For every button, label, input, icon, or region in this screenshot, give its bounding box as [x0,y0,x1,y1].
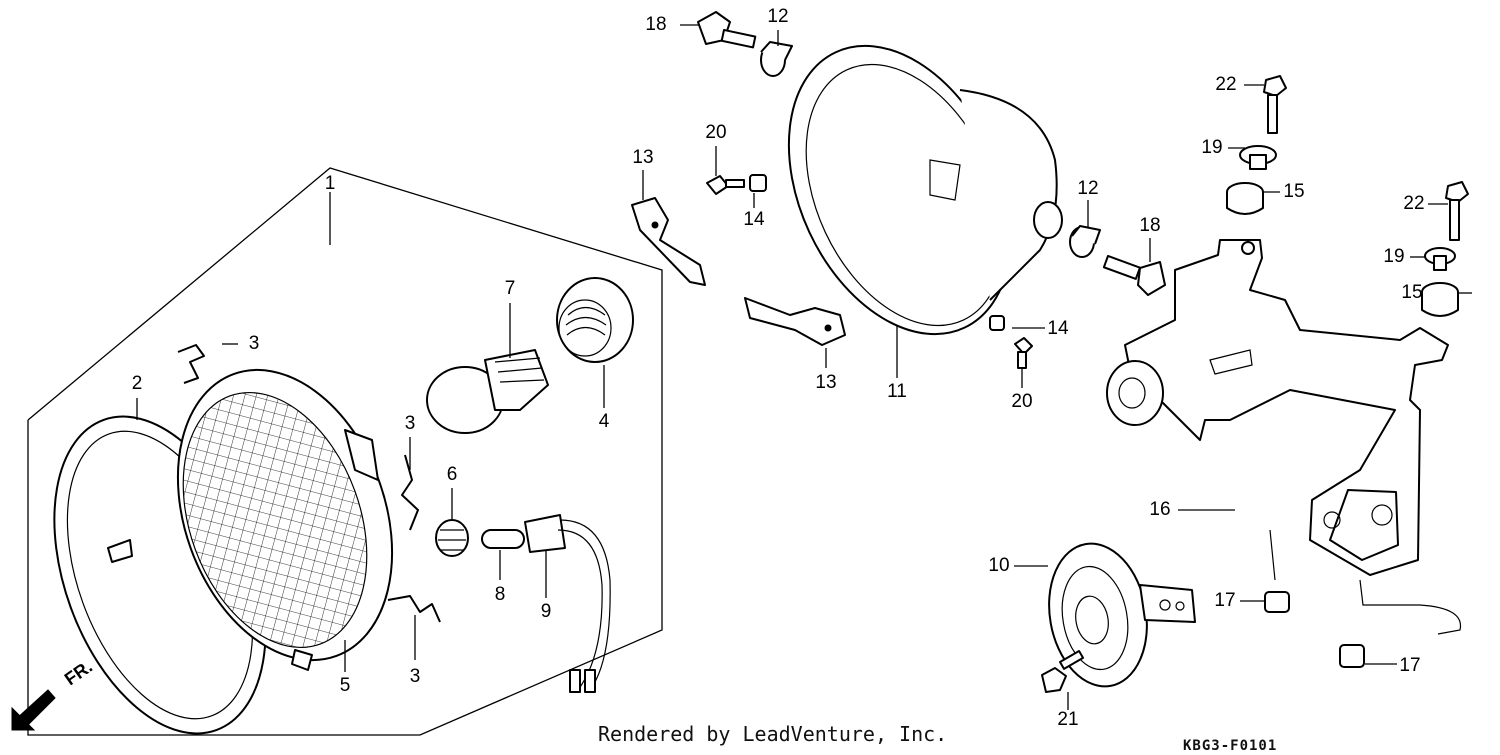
callout-10: 10 [988,555,1009,576]
rubber-15-left [1226,182,1264,215]
callout-12-right: 12 [1077,178,1098,199]
front-direction-label: FR. [61,656,96,689]
bolt-right [1102,255,1166,296]
callout-15-left: 15 [1283,181,1304,202]
washer-19-left [1239,145,1277,170]
callout-2: 2 [132,373,143,394]
horn [1048,542,1196,688]
front-direction-arrow-icon: FR. [11,656,96,731]
diagram-code: KBG3-F0101 [1183,738,1278,754]
bulb-socket [556,277,634,363]
leader-lines [136,24,1472,710]
render-credit: Rendered by LeadVenture, Inc. [598,722,948,746]
callout-1: 1 [325,173,336,194]
callout-4: 4 [599,411,610,432]
spring-clip-middle [401,454,419,531]
screw-lower [1014,337,1033,369]
callout-15-right: 15 [1401,282,1422,303]
bolt-top [697,11,757,49]
callout-14-upper: 14 [743,209,765,230]
headlight-assembly-outline [27,167,663,736]
callout-3-bottom: 3 [410,666,421,687]
washer-19-right [1424,247,1456,271]
callout-17-upper: 17 [1214,590,1235,611]
position-bulb [481,529,525,549]
callout-18-top: 18 [645,14,666,35]
horn-bolt [1041,649,1085,693]
nut-17-lower [1339,644,1365,668]
callout-6: 6 [447,464,458,485]
callout-13-top: 13 [632,147,653,168]
callout-22-right: 22 [1403,193,1424,214]
rubber-15-right [1421,282,1459,317]
case-bracket-right [744,297,846,346]
callout-21: 21 [1057,709,1078,730]
bolt-22-right [1445,181,1469,241]
callout-22-left: 22 [1215,74,1236,95]
callout-16: 16 [1149,499,1170,520]
nut-17-upper [1264,591,1290,613]
spring-clip-top [177,344,205,384]
grommet [435,519,469,557]
case-bracket-left [631,197,706,286]
callout-20-lower: 20 [1011,391,1032,412]
collar-right [1069,225,1101,258]
headlight-case [787,44,1063,336]
callout-12-top: 12 [767,6,788,27]
screw-upper [706,175,745,195]
callout-20-upper: 20 [705,122,726,143]
callout-19-left: 19 [1201,137,1222,158]
nut-lower [989,315,1005,331]
nut-upper [749,174,767,192]
callout-19-right: 19 [1383,246,1404,267]
callout-17-lower: 17 [1399,655,1420,676]
position-socket [524,514,611,693]
callout-9: 9 [541,601,552,622]
callout-8: 8 [495,584,506,605]
callout-18-right: 18 [1139,215,1160,236]
callout-11: 11 [887,381,907,402]
spring-clip-bottom [387,595,441,623]
callout-7: 7 [505,278,516,299]
callout-3-middle: 3 [405,413,416,434]
bolt-22-left [1263,75,1287,134]
callout-5: 5 [340,675,351,696]
callout-labels: 1 2 3 3 3 4 5 6 7 8 9 10 11 12 12 13 13 … [132,6,1425,730]
headlight-bulb [426,349,549,434]
callout-14-lower: 14 [1047,318,1069,339]
collar-top [760,41,793,77]
callout-3-top: 3 [249,333,260,354]
headlight-stay [1106,239,1462,635]
callout-13-bottom: 13 [815,372,836,393]
headlight-unit [176,368,394,671]
